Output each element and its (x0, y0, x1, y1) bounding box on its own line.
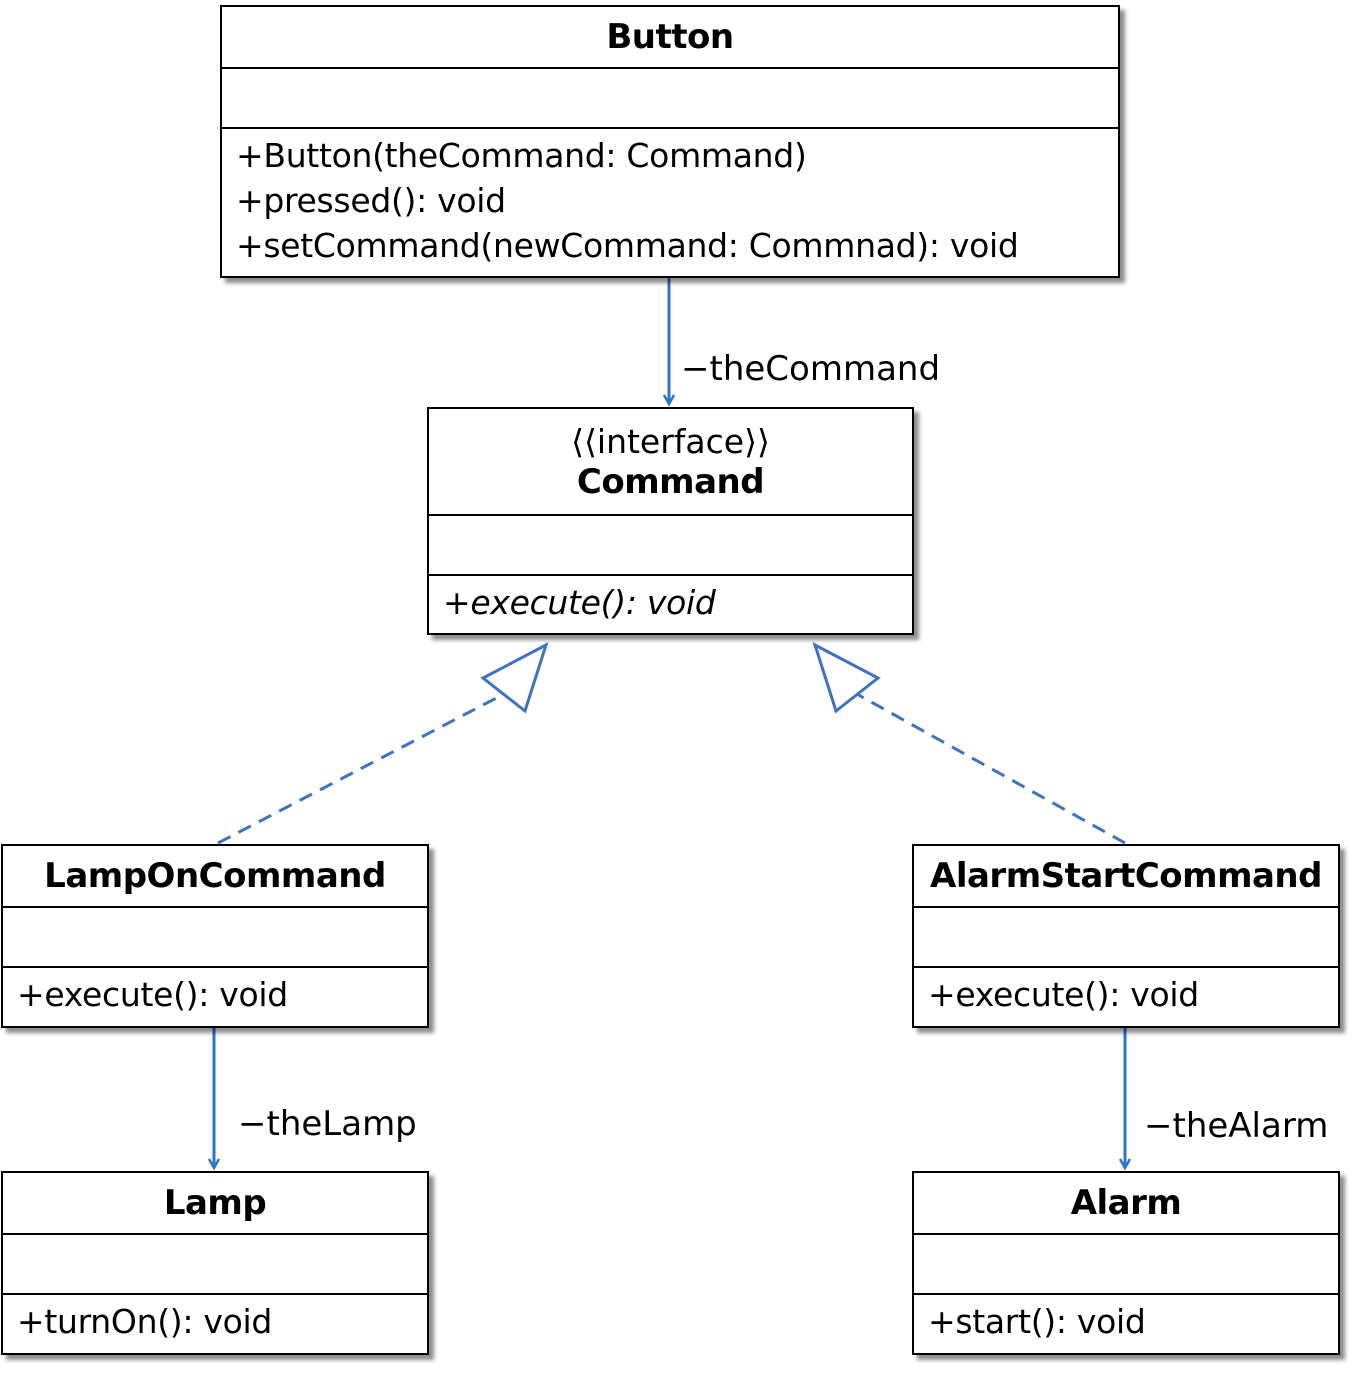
operation: +Button(theCommand: Command) (236, 136, 807, 175)
realization-line-lamponcommand (217, 691, 507, 845)
operation: +execute(): void (928, 975, 1199, 1014)
class-header: AlarmStartCommand (914, 846, 1338, 908)
class-header: Alarm (914, 1173, 1338, 1235)
stereotype-label: ⟨⟨interface⟩⟩ (571, 421, 770, 461)
operations-compartment: +start(): void (914, 1295, 1338, 1344)
class-button: Button +Button(theCommand: Command) +pre… (220, 5, 1120, 278)
attributes-compartment (3, 908, 427, 968)
realization-arrowhead-right (812, 641, 881, 714)
class-lamponcommand: LampOnCommand +execute(): void (1, 844, 429, 1028)
operations-compartment: +Button(theCommand: Command) +pressed():… (222, 129, 1118, 268)
class-alarm: Alarm +start(): void (912, 1171, 1340, 1355)
realization-arrowhead-left (480, 641, 549, 714)
class-header: ⟨⟨interface⟩⟩ Command (429, 409, 912, 516)
operations-compartment: +turnOn(): void (3, 1295, 427, 1344)
attributes-compartment (429, 516, 912, 576)
realization-line-alarmstartcommand (854, 691, 1126, 845)
class-header: Button (222, 7, 1118, 69)
attributes-compartment (3, 1235, 427, 1295)
attributes-compartment (914, 908, 1338, 968)
operation: +setCommand(newCommand: Commnad): void (236, 226, 1019, 265)
class-header: LampOnCommand (3, 846, 427, 908)
attributes-compartment (914, 1235, 1338, 1295)
role-label-thecommand: −theCommand (681, 349, 941, 389)
class-name: Alarm (1070, 1183, 1182, 1223)
operation: +turnOn(): void (17, 1302, 272, 1341)
operation: +execute(): void (443, 583, 716, 622)
operation: +start(): void (928, 1302, 1146, 1341)
class-name: Command (576, 461, 765, 502)
class-name: Lamp (163, 1183, 267, 1223)
class-name: Button (606, 17, 734, 57)
class-name: LampOnCommand (44, 856, 386, 896)
class-name: AlarmStartCommand (930, 856, 1322, 896)
operations-compartment: +execute(): void (914, 968, 1338, 1017)
operation: +execute(): void (17, 975, 288, 1014)
class-lamp: Lamp +turnOn(): void (1, 1171, 429, 1355)
role-label-thelamp: −theLamp (238, 1104, 417, 1144)
attributes-compartment (222, 69, 1118, 129)
operations-compartment: +execute(): void (3, 968, 427, 1017)
interface-command: ⟨⟨interface⟩⟩ Command +execute(): void (427, 407, 914, 635)
operation: +pressed(): void (236, 181, 506, 220)
role-label-thealarm: −theAlarm (1144, 1106, 1329, 1146)
class-alarmstartcommand: AlarmStartCommand +execute(): void (912, 844, 1340, 1028)
class-header: Lamp (3, 1173, 427, 1235)
operations-compartment: +execute(): void (429, 576, 912, 625)
